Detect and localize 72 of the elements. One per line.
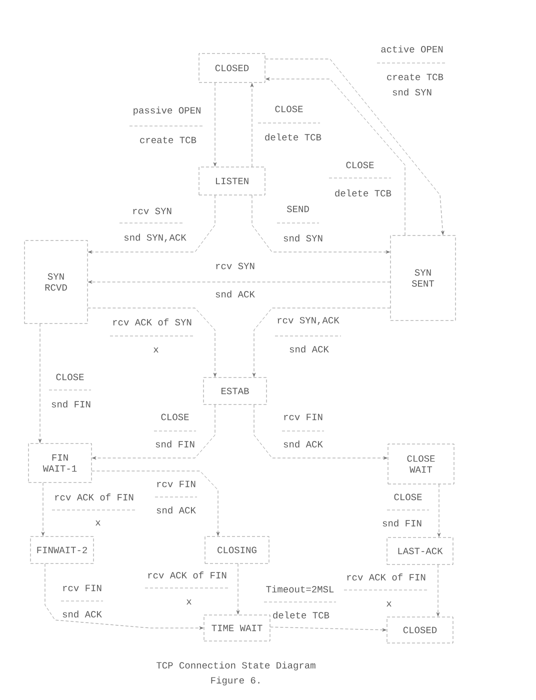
transition-label: SEND	[286, 206, 309, 212]
transition-label: create TCB	[140, 136, 196, 144]
arrow	[250, 83, 254, 167]
transition-label: delete TCB	[273, 612, 330, 618]
arrow	[436, 564, 440, 616]
transition-label: snd ACK	[62, 610, 102, 618]
transition-label: snd ACK	[216, 290, 255, 298]
arrow	[236, 564, 240, 614]
transition-label: rcv ACK of FIN	[347, 574, 426, 580]
arrow	[252, 308, 390, 377]
figure-number: Figure 6.	[211, 676, 260, 686]
transition-label: rcv FIN	[157, 480, 196, 488]
arrow	[265, 58, 444, 235]
caption: TCP Connection State Diagram	[156, 662, 316, 670]
transition-label: snd SYN,ACK	[124, 234, 186, 242]
transition-label: CLOSE	[394, 494, 422, 500]
transition-label: snd SYN	[392, 88, 432, 96]
state-box: CLOSING	[204, 536, 270, 564]
arrow	[38, 324, 42, 443]
transition-label: CLOSE	[56, 374, 84, 380]
transition-label: snd FIN	[156, 440, 194, 448]
arrow	[254, 404, 388, 460]
transition-label: rcv FIN	[284, 414, 322, 420]
transition-label: rcv ACK of FIN	[148, 572, 226, 578]
state-box: CLOSE WAIT	[388, 444, 454, 484]
transition-label: Timeout=2MSL	[266, 586, 334, 592]
transition-label: rcv ACK of SYN	[113, 318, 192, 326]
transition-label: create TCB	[387, 74, 444, 80]
state-box: FIN WAIT-1	[28, 443, 92, 483]
state-box: LISTEN	[198, 166, 266, 196]
transition-label: x	[186, 600, 192, 605]
transition-label: rcv SYN,ACK	[278, 316, 340, 326]
state-box: CLOSED	[386, 616, 454, 644]
transition-label: delete TCB	[335, 190, 392, 196]
transition-label: snd ACK	[156, 506, 196, 514]
arrow	[88, 308, 217, 377]
transition-label: snd FIN	[52, 400, 90, 408]
state-box: ESTAB	[203, 377, 267, 405]
transition-label: passive OPEN	[134, 106, 200, 116]
transition-label: rcv ACK of FIN	[55, 494, 134, 500]
transition-label: CLOSE	[275, 106, 303, 112]
arrow	[213, 82, 217, 166]
arrow	[437, 484, 441, 537]
transition-label: snd SYN	[284, 234, 322, 242]
arrow	[92, 404, 216, 460]
transition-label: delete TCB	[265, 134, 322, 140]
arrow	[41, 482, 45, 536]
transition-label: snd FIN	[382, 520, 422, 526]
transition-label: rcv FIN	[63, 584, 102, 592]
arrow	[270, 626, 386, 632]
transition-label: CLOSE	[161, 414, 189, 420]
transition-label: rcv SYN	[133, 208, 172, 214]
state-box: SYN SENT	[390, 235, 456, 321]
state-box: FINWAIT-2	[30, 536, 94, 564]
arrow	[266, 77, 406, 236]
state-box: CLOSED	[198, 53, 266, 83]
transition-label: active OPEN	[381, 46, 443, 52]
transition-label: rcv SYN	[216, 262, 254, 270]
transition-label: CLOSE	[346, 162, 374, 168]
state-box: LAST-ACK	[386, 537, 454, 565]
transition-label: snd ACK	[284, 440, 323, 448]
arrow	[88, 280, 390, 284]
transition-label: x	[154, 348, 158, 352]
transition-label: x	[386, 602, 392, 607]
arrow	[88, 195, 216, 254]
arrow	[44, 564, 204, 630]
transition-label: snd ACK	[290, 346, 329, 352]
state-box: SYN RCVD	[24, 240, 88, 324]
arrow	[92, 470, 220, 536]
arrow	[252, 195, 390, 254]
state-box: TIME WAIT	[204, 614, 270, 642]
transition-label: x	[96, 520, 100, 526]
